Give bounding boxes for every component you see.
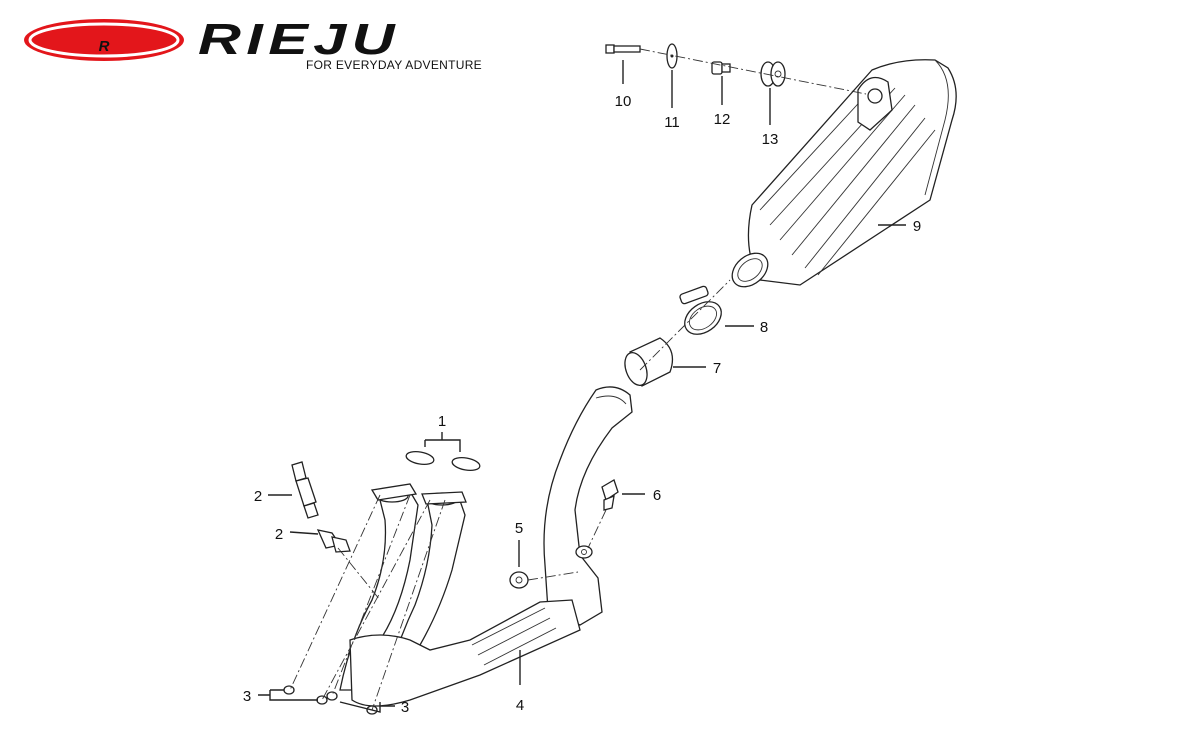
callout-3-right: 3 — [401, 699, 409, 716]
callout-7: 7 — [713, 360, 721, 377]
gasket-part — [405, 450, 481, 472]
callout-8: 8 — [760, 319, 768, 336]
sensor-bung-part — [601, 479, 619, 511]
callout-4: 4 — [516, 697, 524, 714]
bolt-part — [605, 44, 641, 54]
callout-2-upper: 2 — [254, 488, 262, 505]
oxygen-sensor-part — [316, 529, 351, 553]
callout-9: 9 — [913, 218, 921, 235]
brand-tagline: FOR EVERYDAY ADVENTURE — [306, 58, 482, 72]
exhaust-header-part — [339, 483, 581, 707]
svg-text:R: R — [99, 38, 110, 55]
brand-name: RIEJU — [198, 15, 400, 64]
rubber-mount-part — [509, 571, 529, 589]
callout-12: 12 — [714, 111, 731, 128]
callout-3-left: 3 — [243, 688, 251, 705]
callout-1: 1 — [438, 413, 446, 430]
callout-6: 6 — [653, 487, 661, 504]
oxygen-sensor-part — [291, 461, 319, 519]
muffler-part — [731, 59, 957, 288]
callout-11: 11 — [664, 114, 680, 131]
grommet-part — [760, 61, 786, 87]
rieju-logo-icon: R — [24, 19, 184, 61]
callout-2-lower: 2 — [275, 526, 283, 543]
clamp-part — [679, 285, 722, 335]
callout-10: 10 — [615, 93, 632, 110]
leader-lines — [258, 60, 906, 713]
callout-5: 5 — [515, 520, 523, 537]
sleeve-gasket-part — [624, 337, 674, 387]
link-pipe-part — [543, 386, 633, 626]
callout-13: 13 — [762, 131, 779, 148]
